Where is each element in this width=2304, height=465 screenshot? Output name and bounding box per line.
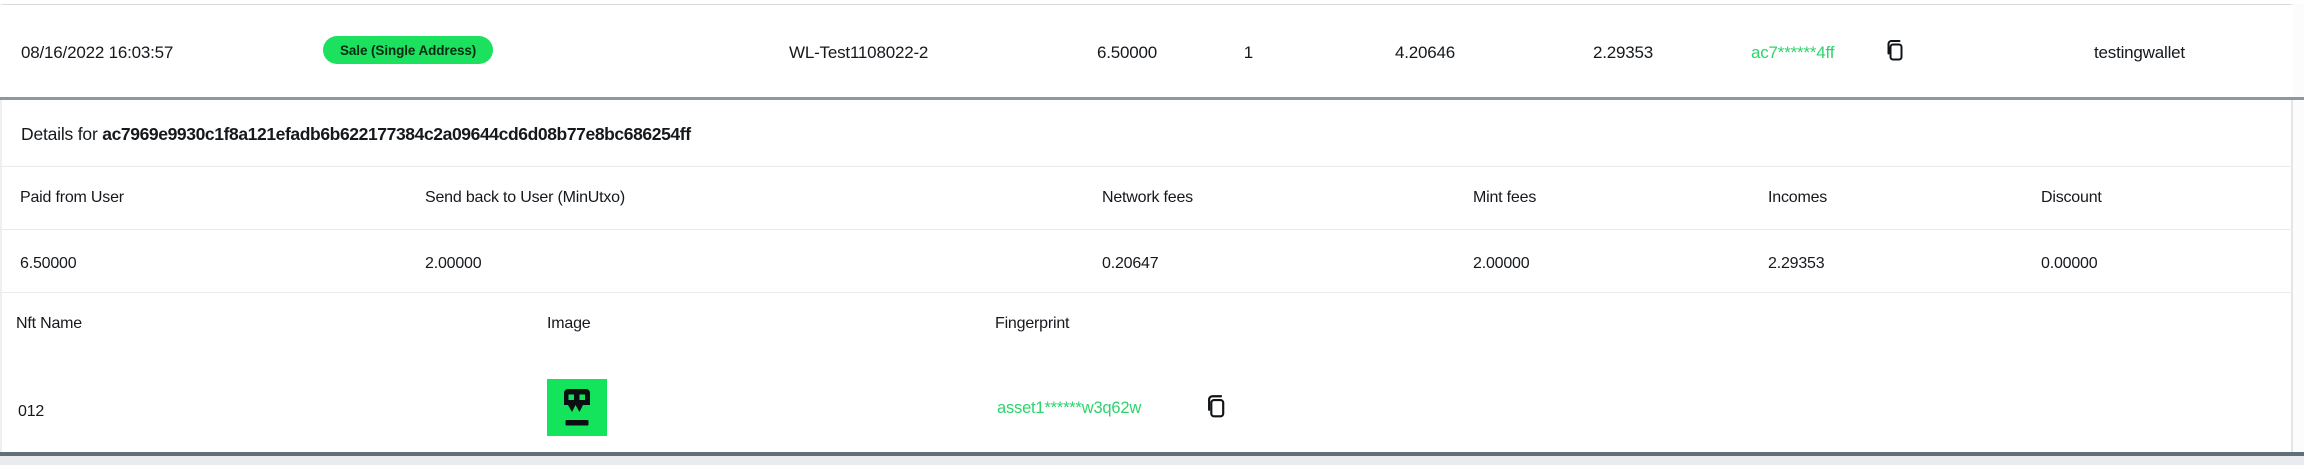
divider [0, 292, 2293, 293]
panel-left-border [0, 4, 2, 452]
page-background-below-panel [0, 456, 2304, 465]
details-value-send-back: 2.00000 [425, 255, 482, 272]
row-expansion-separator [0, 97, 2304, 100]
panel-bottom-border [0, 452, 2304, 456]
scrollbar-track-right[interactable] [2291, 4, 2304, 452]
transaction-count: 1 [1243, 43, 1253, 62]
details-header-mint-fees: Mint fees [1473, 189, 1537, 206]
nft-pixel-face-icon [547, 379, 607, 436]
transaction-value-a: 4.20646 [1394, 43, 1455, 62]
details-title: Details for ac7969e9930c1f8a121efadb6b62… [21, 124, 691, 145]
details-value-mint-fees: 2.00000 [1473, 255, 1530, 272]
nft-header-name: Nft Name [16, 315, 82, 332]
copy-fingerprint-button[interactable] [1201, 393, 1227, 419]
transaction-date: 08/16/2022 16:03:57 [21, 43, 174, 62]
divider [0, 166, 2293, 167]
copy-icon [1201, 393, 1227, 419]
transaction-address-link[interactable]: ac7******4ff [1751, 43, 1835, 62]
nft-image-thumbnail[interactable] [547, 379, 607, 436]
details-value-discount: 0.00000 [2041, 255, 2098, 272]
details-title-prefix: Details for [21, 124, 103, 144]
details-value-network-fees: 0.20647 [1102, 255, 1159, 272]
details-header-paid-from-user: Paid from User [20, 189, 124, 206]
copy-icon [1881, 38, 1905, 62]
details-value-paid-from-user: 6.50000 [20, 255, 77, 272]
transaction-type-badge: Sale (Single Address) [323, 36, 494, 64]
details-value-incomes: 2.29353 [1768, 255, 1825, 272]
nft-header-fingerprint: Fingerprint [995, 315, 1070, 332]
details-header-network-fees: Network fees [1102, 189, 1193, 206]
nft-fingerprint-link[interactable]: asset1******w3q62w [997, 399, 1142, 417]
transaction-value-b: 2.29353 [1592, 43, 1653, 62]
nft-header-image: Image [547, 315, 591, 332]
divider [0, 229, 2293, 230]
details-tx-hash: ac7969e9930c1f8a121efadb6b622177384c2a09… [102, 124, 691, 144]
copy-address-button[interactable] [1881, 38, 1905, 62]
nft-name: 012 [18, 403, 45, 420]
details-header-send-back: Send back to User (MinUtxo) [425, 189, 626, 206]
transaction-amount: 6.50000 [1096, 43, 1157, 62]
details-header-incomes: Incomes [1768, 189, 1828, 206]
details-header-discount: Discount [2041, 189, 2102, 206]
transaction-wallet: testingwallet [2094, 43, 2185, 62]
transaction-name: WL-Test1108022-2 [789, 43, 929, 62]
